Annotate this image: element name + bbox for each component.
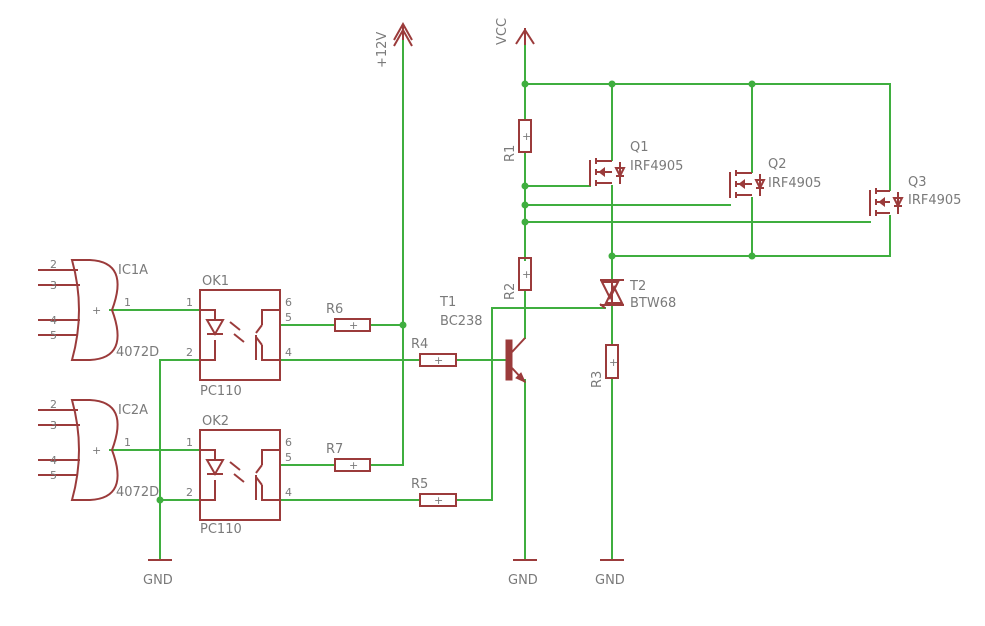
t2-value: BTW68 [630, 296, 676, 311]
ic1a-ref: IC1A [118, 263, 148, 278]
r2-label: R2 [503, 283, 518, 300]
power-vcc: VCC [495, 18, 535, 45]
t2-ref: T2 [629, 279, 646, 294]
svg-text:1: 1 [186, 296, 193, 309]
r5-label: R5 [411, 477, 428, 492]
ok2-ref: OK2 [202, 414, 229, 429]
svg-text:+: + [609, 356, 618, 369]
junctions [156, 80, 756, 504]
ok1-value: PC110 [200, 384, 242, 399]
gnd-left: GND [143, 559, 173, 588]
svg-text:6: 6 [285, 436, 292, 449]
gnd-right: GND [595, 559, 625, 588]
or-gate-ic2a: + 2 3 4 5 1 IC2A 4072D [38, 398, 159, 501]
t1-ref: T1 [439, 295, 456, 310]
svg-text:1: 1 [186, 436, 193, 449]
svg-text:+: + [434, 354, 443, 367]
svg-text:1: 1 [124, 436, 131, 449]
r6-label: R6 [326, 302, 343, 317]
mosfet-q1: Q1 IRF4905 [589, 140, 683, 186]
svg-text:2: 2 [50, 258, 57, 271]
junction-dot [608, 252, 616, 260]
q1-ref: Q1 [630, 140, 649, 155]
ic2a-value: 4072D [116, 485, 159, 500]
junction-dot [399, 321, 407, 329]
junction-dot [521, 182, 529, 190]
t1-value: BC238 [440, 314, 483, 329]
svg-text:2: 2 [186, 346, 193, 359]
or-gate-ic1a: + 2 3 4 5 1 IC1A 4072D [38, 258, 159, 361]
label-gnd-left: GND [143, 573, 173, 588]
label-gnd-right: GND [595, 573, 625, 588]
r3-label: R3 [590, 371, 605, 388]
resistor-r5: + R5 [411, 477, 457, 507]
svg-text:5: 5 [285, 311, 292, 324]
svg-text:5: 5 [50, 469, 57, 482]
q3-ref: Q3 [908, 175, 927, 190]
optocoupler-ok1: 1 2 6 5 4 OK1 PC110 [186, 274, 292, 399]
svg-text:5: 5 [50, 329, 57, 342]
svg-text:+: + [349, 319, 358, 332]
resistor-r7: + R7 [326, 442, 371, 472]
svg-text:+: + [92, 304, 101, 317]
triac-t2: T2 BTW68 [599, 279, 676, 311]
svg-text:3: 3 [50, 419, 57, 432]
r7-label: R7 [326, 442, 343, 457]
wires [109, 39, 891, 561]
label-vcc: VCC [495, 18, 510, 45]
gnd-mid: GND [508, 559, 538, 588]
ok2-value: PC110 [200, 522, 242, 537]
svg-text:+: + [434, 494, 443, 507]
power-12v: +12V [375, 21, 413, 68]
mosfet-q3: Q3 IRF4905 [869, 175, 961, 216]
junction-dot [521, 201, 529, 209]
svg-text:+: + [522, 130, 531, 143]
q1-value: IRF4905 [630, 159, 683, 174]
ok1-ref: OK1 [202, 274, 229, 289]
mosfet-q2: Q2 IRF4905 [729, 157, 821, 198]
svg-text:3: 3 [50, 279, 57, 292]
resistor-r3: + R3 [590, 344, 619, 388]
svg-text:2: 2 [186, 486, 193, 499]
svg-text:5: 5 [285, 451, 292, 464]
junction-dot [521, 218, 529, 226]
junction-dot [156, 496, 164, 504]
svg-text:4: 4 [50, 314, 57, 327]
svg-text:+: + [349, 459, 358, 472]
optocoupler-ok2: 1 2 6 5 4 OK2 PC110 [186, 414, 292, 537]
junction-dot [608, 80, 616, 88]
q3-value: IRF4905 [908, 193, 961, 208]
r4-label: R4 [411, 337, 428, 352]
resistor-r1: + R1 [503, 119, 532, 162]
svg-text:2: 2 [50, 398, 57, 411]
resistor-r6: + R6 [326, 302, 371, 332]
resistor-r4: + R4 [411, 337, 457, 367]
resistor-r2: + R2 [503, 257, 532, 300]
ic1a-value: 4072D [116, 345, 159, 360]
junction-dot [748, 80, 756, 88]
junction-dot [748, 252, 756, 260]
q2-ref: Q2 [768, 157, 787, 172]
r1-label: R1 [503, 145, 518, 162]
svg-text:+: + [92, 444, 101, 457]
svg-text:1: 1 [124, 296, 131, 309]
label-12v: +12V [375, 32, 390, 68]
svg-text:4: 4 [285, 346, 292, 359]
svg-text:4: 4 [285, 486, 292, 499]
ic2a-ref: IC2A [118, 403, 148, 418]
svg-text:4: 4 [50, 454, 57, 467]
q2-value: IRF4905 [768, 176, 821, 191]
label-gnd-mid: GND [508, 573, 538, 588]
svg-text:+: + [522, 268, 531, 281]
svg-text:6: 6 [285, 296, 292, 309]
junction-dot [521, 80, 529, 88]
transistor-t1: T1 BC238 [439, 295, 526, 383]
